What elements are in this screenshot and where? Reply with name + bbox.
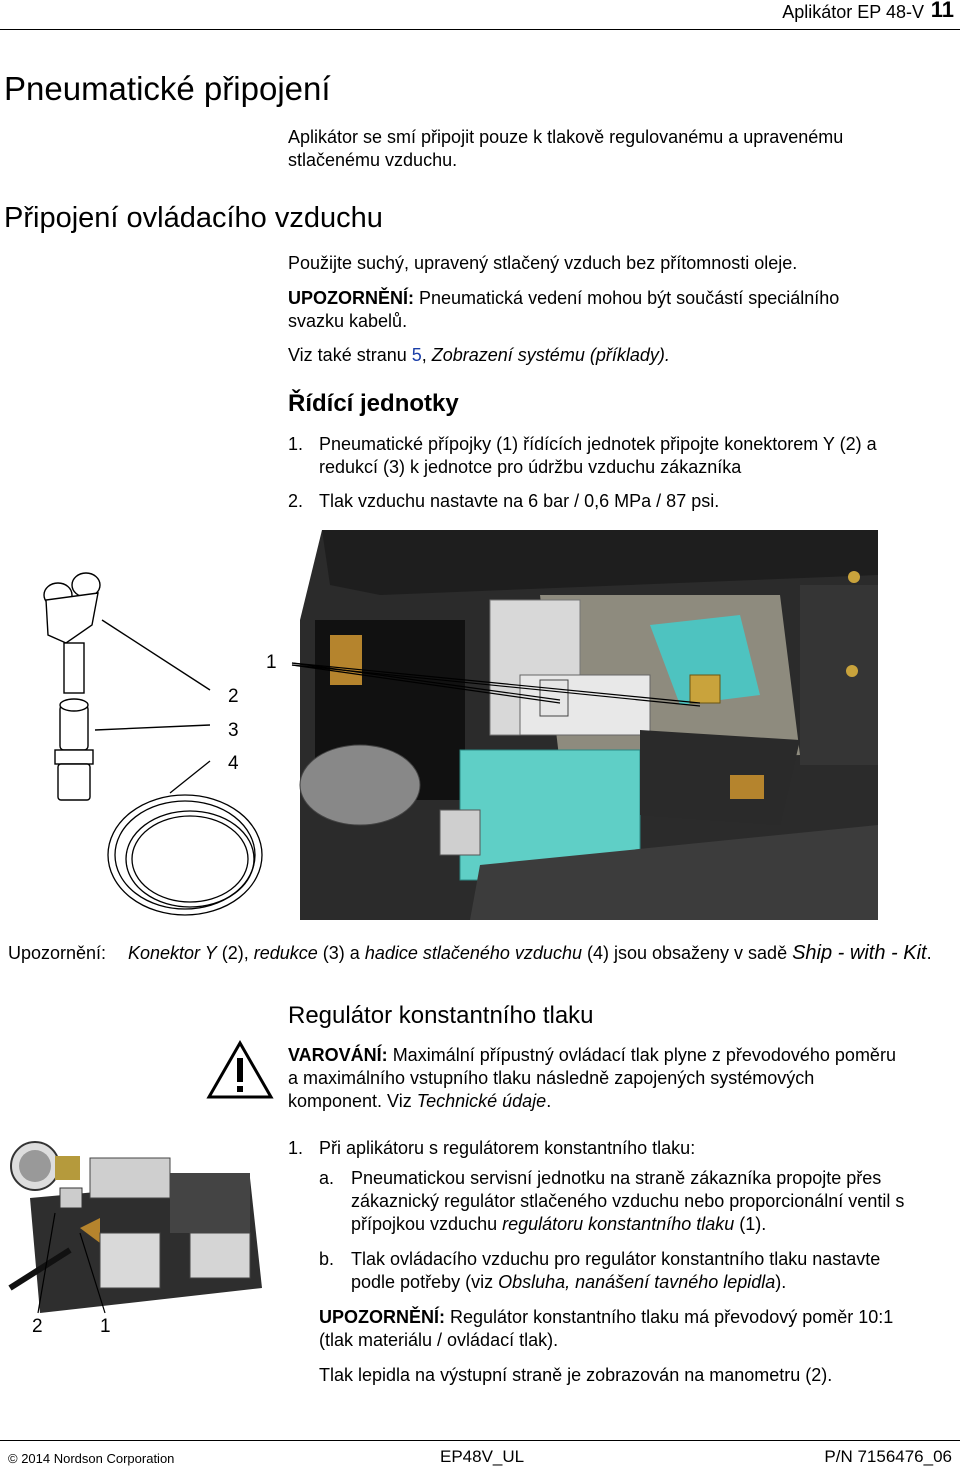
footer-doc: EP48V_UL xyxy=(440,1447,525,1466)
regulator-figure xyxy=(8,1141,262,1314)
connection-figure xyxy=(43,530,878,920)
substep-line: podle potřeby (viz xyxy=(351,1272,499,1292)
figure-label-4: 4 xyxy=(228,753,239,774)
see-also-ref[interactable]: Zobrazení systému (příklady). xyxy=(431,345,670,365)
subheading-regulator: Regulátor konstantního tlaku xyxy=(288,1002,594,1029)
note-text: Konektor Y (2), redukce (3) a hadice stl… xyxy=(128,942,932,965)
notice-label: UPOZORNĚNÍ: xyxy=(319,1307,445,1327)
page-link[interactable]: 5 xyxy=(411,345,422,365)
warning-line: komponent. Viz xyxy=(288,1091,417,1111)
y-connector-drawing xyxy=(43,572,211,694)
page-header: Aplikátor EP 48-V 11 xyxy=(0,0,960,30)
substep-line: zákaznický regulátor stlačeného vzduchu … xyxy=(351,1191,905,1211)
footer-copyright: © 2014 Nordson Corporation xyxy=(8,1451,175,1466)
warning-ref[interactable]: Technické údaje xyxy=(416,1091,547,1111)
warning-end: . xyxy=(546,1091,552,1111)
step-number: 1. xyxy=(288,1138,304,1158)
section1-text: Aplikátor se smí připojit pouze k tlakov… xyxy=(288,126,843,172)
note-part: redukce xyxy=(253,943,318,963)
regulator-step-b: b. Tlak ovládacího vzduchu pro regulátor… xyxy=(319,1248,880,1294)
note-part: Ship - with - Kit xyxy=(792,942,927,964)
section-heading-pneumatic: Pneumatické připojení xyxy=(4,70,331,107)
notice-text: Pneumatická vedení mohou být součástí sp… xyxy=(419,288,840,308)
section1-line: stlačenému vzduchu. xyxy=(288,150,458,170)
step-number: 1. xyxy=(288,434,304,454)
substep-letter: b. xyxy=(319,1249,335,1269)
substep-line: Pneumatickou servisní jednotku na straně… xyxy=(351,1168,882,1188)
leader-lines xyxy=(291,662,701,707)
regulator-label-1: 1 xyxy=(100,1316,111,1337)
see-also-text: Viz také stranu xyxy=(288,345,412,365)
footer-rule xyxy=(0,1440,960,1441)
substep-end: ). xyxy=(775,1272,787,1292)
control-air-notice: UPOZORNĚNÍ: Pneumatická vedení mohou být… xyxy=(288,287,839,333)
step-line: Tlak vzduchu nastavte na 6 bar / 0,6 MPa… xyxy=(319,491,720,511)
step-line: redukcí (3) k jednotce pro údržbu vzduch… xyxy=(319,457,742,477)
step-1: 1. Pneumatické přípojky (1) řídících jed… xyxy=(288,433,877,479)
note-part: (3) a xyxy=(317,943,365,963)
hose-coil-drawing xyxy=(107,760,263,916)
note-part: (2), xyxy=(216,943,254,963)
notice-text: svazku kabelů. xyxy=(288,311,408,331)
control-air-p1: Použijte suchý, upravený stlačený vzduch… xyxy=(288,253,798,273)
substep-ref[interactable]: Obsluha, nanášení tavného lepidla xyxy=(498,1272,776,1292)
see-also-sep: , xyxy=(421,345,432,365)
warning-line: Maximální přípustný ovládací tlak plyne … xyxy=(392,1045,896,1065)
notice-text: (tlak materiálu / ovládací tlak). xyxy=(319,1330,559,1350)
warning-line: a maximálního vstupního tlaku následně z… xyxy=(288,1068,815,1088)
note-part: . xyxy=(926,943,932,963)
regulator-label-2: 2 xyxy=(32,1316,43,1337)
figure-label-3: 3 xyxy=(228,720,239,741)
step-number: 2. xyxy=(288,491,304,511)
section1-line: Aplikátor se smí připojit pouze k tlakov… xyxy=(288,127,844,147)
regulator-last: Tlak lepidla na výstupní straně je zobra… xyxy=(319,1365,833,1385)
substep-line: přípojkou vzduchu xyxy=(351,1214,503,1234)
substep-line: Tlak ovládacího vzduchu pro regulátor ko… xyxy=(351,1249,881,1269)
header-rule xyxy=(0,29,960,30)
regulator-notice: UPOZORNĚNÍ: Regulátor konstantního tlaku… xyxy=(319,1306,893,1352)
note-part: Konektor Y xyxy=(128,943,217,963)
regulator-illustration xyxy=(8,1141,262,1314)
warning-label: VAROVÁNÍ: xyxy=(288,1045,388,1065)
substep-ref: regulátoru konstantního tlaku xyxy=(502,1214,735,1234)
note-part: hadice stlačeného vzduchu xyxy=(364,943,582,963)
notice-text: Regulátor konstantního tlaku má převodov… xyxy=(450,1307,894,1327)
step-line: Pneumatické přípojky (1) řídících jednot… xyxy=(319,434,877,454)
substep-end: (1). xyxy=(734,1214,767,1234)
step-2: 2. Tlak vzduchu nastavte na 6 bar / 0,6 … xyxy=(288,490,719,513)
footer-pn: P/N 7156476_06 xyxy=(824,1447,952,1466)
warning-icon xyxy=(206,1040,274,1099)
step-text: Při aplikátoru s regulátorem konstantníh… xyxy=(319,1138,696,1158)
header-title: Aplikátor EP 48-V xyxy=(782,2,924,22)
page-number: 11 xyxy=(930,0,954,22)
regulator-step-a: a. Pneumatickou servisní jednotku na str… xyxy=(319,1167,904,1236)
note-label: Upozornění: xyxy=(8,943,107,963)
applicator-illustration xyxy=(299,530,878,920)
section-heading-control-air: Připojení ovládacího vzduchu xyxy=(4,202,383,234)
figure-label-2: 2 xyxy=(228,686,239,707)
regulator-step-1: 1. Při aplikátoru s regulátorem konstant… xyxy=(288,1137,695,1160)
warning-block: VAROVÁNÍ: Maximální přípustný ovládací t… xyxy=(288,1044,896,1113)
figure-label-1: 1 xyxy=(266,652,277,673)
see-also: Viz také stranu 5, Zobrazení systému (př… xyxy=(288,344,670,367)
substep-letter: a. xyxy=(319,1168,335,1188)
notice-label: UPOZORNĚNÍ: xyxy=(288,288,414,308)
note-part: (4) jsou obsaženy v sadě xyxy=(581,943,793,963)
reducer-drawing xyxy=(54,698,211,801)
subheading-control-units: Řídící jednotky xyxy=(288,390,459,417)
